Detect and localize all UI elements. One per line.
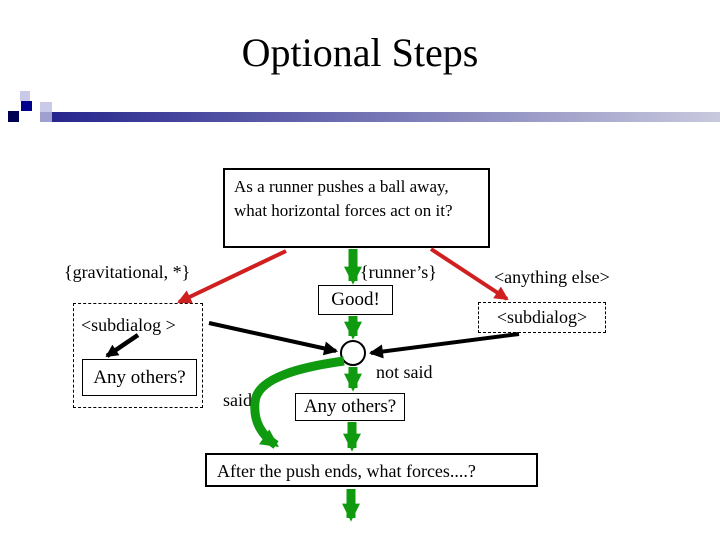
label-not-said: not said <box>376 362 433 382</box>
right-subdialog-box: <subdialog> <box>478 302 606 333</box>
label-runners: {runner’s} <box>360 262 437 282</box>
title-underline-bar <box>52 112 720 122</box>
after-push-box: After the push ends, what forces....? <box>205 453 538 487</box>
arrow-question-to-left-subdialog <box>177 249 287 304</box>
page-title: Optional Steps <box>241 30 479 75</box>
deco-square-dark <box>8 111 19 122</box>
label-anything-else: <anything else> <box>494 267 610 287</box>
deco-square-light-top <box>20 91 30 101</box>
junction-node <box>340 340 366 366</box>
deco-square-light-right <box>40 102 52 112</box>
question-box: As a runner pushes a ball away, what hor… <box>223 168 490 248</box>
left-subdialog-container: <subdialog > Any others? <box>73 303 203 408</box>
good-box: Good! <box>318 285 393 315</box>
label-said: said <box>223 390 252 410</box>
deco-square-mid <box>40 112 52 122</box>
arrow-right-subdialog-to-junction <box>368 332 520 359</box>
arrow-left-subdialog-to-junction <box>208 321 339 356</box>
deco-square-navy <box>21 101 32 111</box>
left-subdialog-label: <subdialog > <box>81 315 176 335</box>
any-others-box: Any others? <box>295 393 405 421</box>
left-any-others-box: Any others? <box>82 359 197 396</box>
label-gravitational: {gravitational, *} <box>64 262 191 282</box>
